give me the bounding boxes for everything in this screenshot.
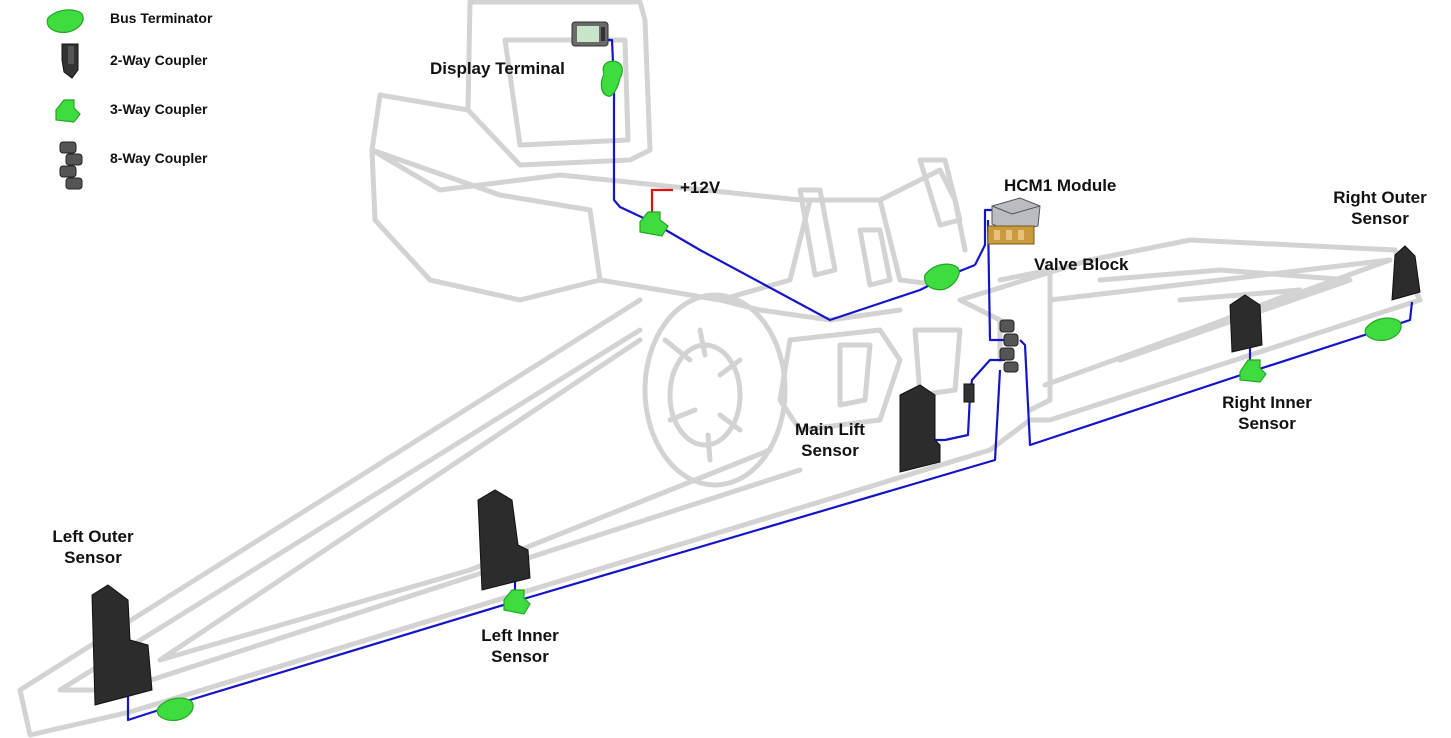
sensor-icon [900, 385, 940, 472]
two-way-coupler-icon [964, 384, 974, 402]
right-inner-sensor-label: Right Inner Sensor [1202, 393, 1332, 434]
left-outer-sensor-label-line1: Left Outer [38, 527, 148, 548]
left-inner-sensor-label-line2: Sensor [460, 647, 580, 668]
right-outer-sensor-label-line2: Sensor [1318, 209, 1442, 230]
power-label: +12V [680, 178, 720, 199]
legend-bus-terminator-label: Bus Terminator [110, 10, 212, 26]
legend-three-way-coupler-label: 3-Way Coupler [110, 101, 208, 117]
valve-block-label: Valve Block [1034, 255, 1129, 276]
bus-terminator-icon [47, 10, 83, 32]
sensor-icon [1230, 295, 1262, 352]
right-outer-sensor-label: Right Outer Sensor [1318, 188, 1442, 229]
main-lift-sensor-label-line1: Main Lift [780, 420, 880, 441]
left-outer-sensor-label: Left Outer Sensor [38, 527, 148, 568]
sensor-icon [1392, 246, 1420, 300]
sensor-icon [92, 585, 152, 705]
bus-terminator-icon [1365, 318, 1401, 340]
left-outer-sensor-label-line2: Sensor [38, 548, 148, 569]
right-outer-sensor-label-line1: Right Outer [1318, 188, 1442, 209]
sensor-icon [478, 490, 530, 590]
left-inner-sensor-label: Left Inner Sensor [460, 626, 580, 667]
hcm1-module-label: HCM1 Module [1004, 176, 1116, 197]
can-bus-wiring [128, 40, 1412, 720]
three-way-coupler-icon [1240, 360, 1266, 382]
valve-block-icon [988, 226, 1034, 244]
sprayer-outline [20, 2, 1420, 735]
three-way-coupler-icon [56, 100, 80, 122]
main-lift-sensor-label-line2: Sensor [780, 441, 880, 462]
eight-way-coupler-icon [60, 142, 82, 189]
display-terminal-label: Display Terminal [430, 59, 565, 80]
right-inner-sensor-label-line2: Sensor [1202, 414, 1332, 435]
legend [47, 10, 83, 189]
left-inner-sensor-label-line1: Left Inner [460, 626, 580, 647]
legend-two-way-coupler-label: 2-Way Coupler [110, 52, 208, 68]
display-terminal-icon [572, 22, 608, 46]
legend-eight-way-coupler-label: 8-Way Coupler [110, 150, 208, 166]
main-lift-sensor-label: Main Lift Sensor [780, 420, 880, 461]
bus-terminator-icon [925, 264, 960, 290]
right-inner-sensor-label-line1: Right Inner [1202, 393, 1332, 414]
bus-terminator-icon [601, 61, 622, 96]
two-way-coupler-icon [62, 44, 78, 78]
three-way-coupler-icon [640, 212, 668, 236]
eight-way-coupler-icon [1000, 320, 1018, 372]
